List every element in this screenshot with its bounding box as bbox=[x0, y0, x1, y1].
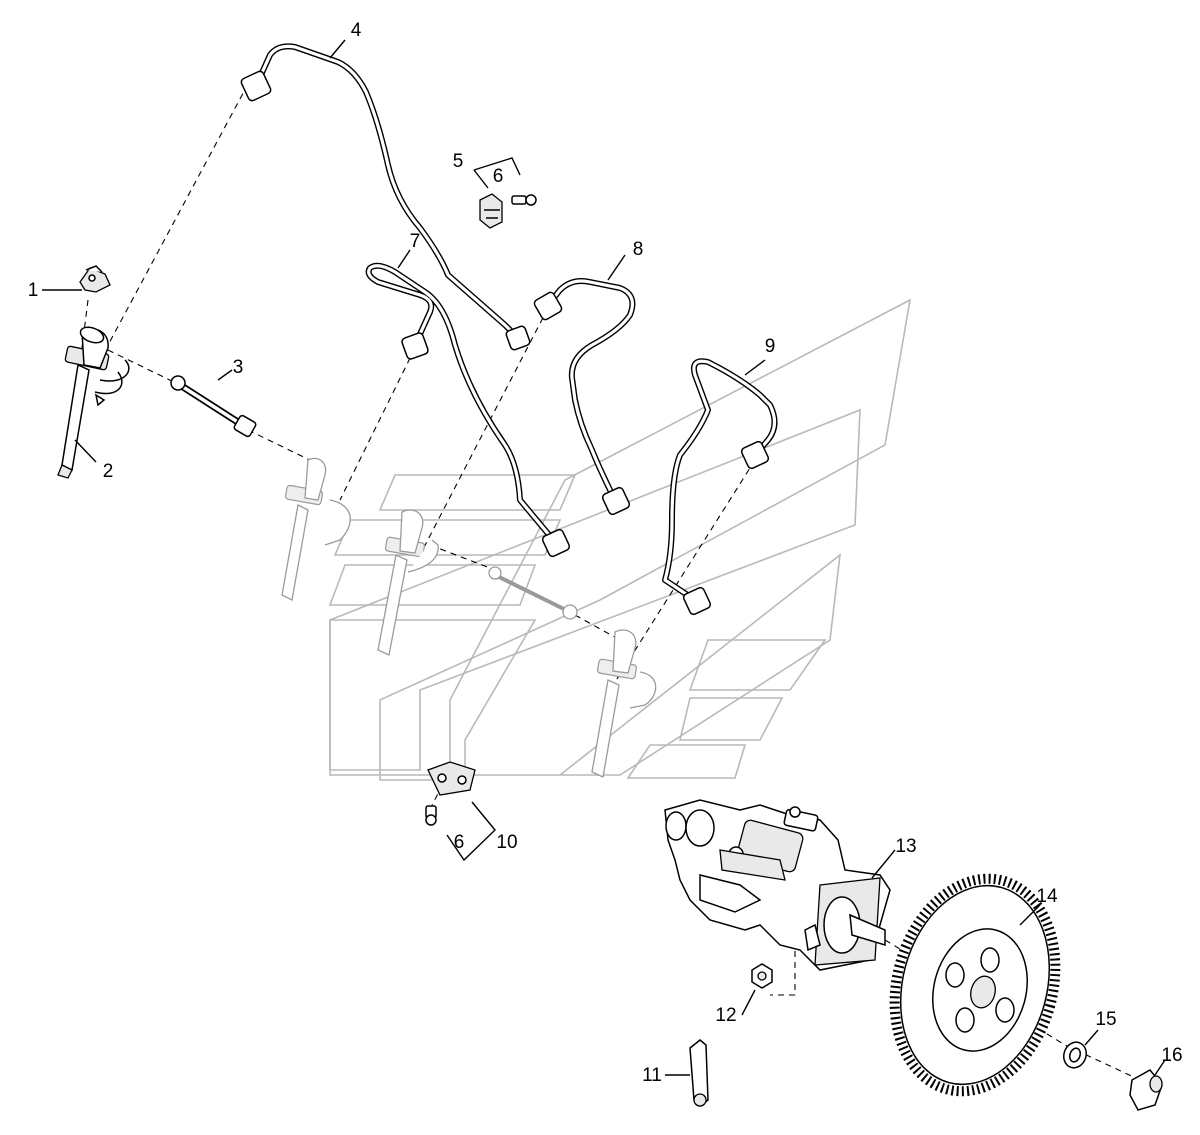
callout-5: 5 bbox=[453, 151, 464, 172]
ghost-injector-a bbox=[281, 457, 351, 601]
clamp-10 bbox=[425, 761, 496, 862]
leader-lines bbox=[42, 39, 1166, 1076]
nut-12 bbox=[751, 963, 773, 989]
callout-16: 16 bbox=[1161, 1045, 1182, 1066]
nut-16 bbox=[1129, 1069, 1163, 1111]
leakoff-tube-3 bbox=[170, 375, 257, 438]
injection-pump-13 bbox=[664, 799, 891, 971]
callout-14: 14 bbox=[1036, 886, 1058, 907]
fuel-pipe-7 bbox=[365, 262, 571, 558]
washer-15 bbox=[1062, 1041, 1088, 1069]
ghost-injector-b bbox=[377, 509, 439, 656]
bracket-11 bbox=[665, 1039, 709, 1107]
callout-12: 12 bbox=[715, 1005, 736, 1026]
callout-labels: 1 2 3 4 5 6 7 8 9 6 10 11 12 13 14 15 16 bbox=[28, 20, 1183, 1086]
fuel-pipe-8 bbox=[533, 278, 636, 516]
clamp-5 bbox=[473, 157, 537, 229]
callout-2: 2 bbox=[103, 461, 114, 482]
callout-13: 13 bbox=[895, 836, 916, 857]
callout-4: 4 bbox=[351, 20, 362, 41]
clamp-1 bbox=[79, 265, 111, 293]
callout-6-bottom: 6 bbox=[454, 832, 465, 853]
watermark-logo bbox=[328, 298, 912, 781]
ghost-injector-c bbox=[591, 629, 657, 778]
callout-6-top: 6 bbox=[493, 166, 504, 187]
callout-10: 10 bbox=[496, 832, 517, 853]
drive-gear-14 bbox=[889, 873, 1061, 1097]
ghost-leakoff-tube bbox=[488, 566, 578, 620]
callout-7: 7 bbox=[410, 231, 421, 252]
callout-9: 9 bbox=[765, 336, 776, 357]
callout-11: 11 bbox=[642, 1065, 662, 1086]
callout-8: 8 bbox=[633, 239, 644, 260]
fuel-pipe-4 bbox=[240, 43, 531, 351]
callout-3: 3 bbox=[233, 357, 244, 378]
injector-2 bbox=[57, 326, 130, 479]
callout-15: 15 bbox=[1095, 1009, 1116, 1030]
fuel-pipe-9 bbox=[662, 358, 778, 616]
callout-1: 1 bbox=[28, 280, 39, 301]
